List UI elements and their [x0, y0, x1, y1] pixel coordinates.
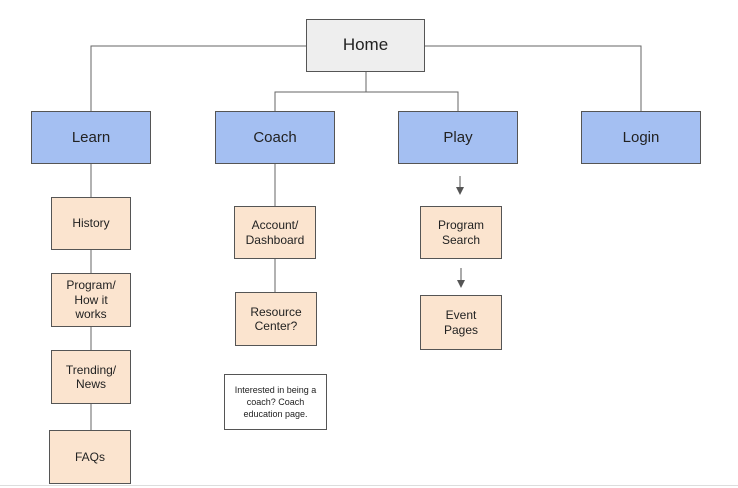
- node-program-search: Program Search: [420, 206, 502, 259]
- node-coach-label: Coach: [253, 128, 297, 146]
- node-program-how-it-works: Program/ How it works: [51, 273, 131, 327]
- node-play-label: Play: [443, 128, 473, 146]
- node-history-label: History: [72, 216, 110, 231]
- connector-home-play: [366, 91, 459, 111]
- node-event-pages: Event Pages: [420, 295, 502, 350]
- node-coach: Coach: [215, 111, 335, 164]
- node-faqs-label: FAQs: [74, 449, 105, 464]
- node-trending-news-label: Trending/ News: [65, 362, 117, 391]
- node-program-how-it-works-label: Program/ How it works: [66, 278, 116, 322]
- node-event-pages-label: Event Pages: [443, 308, 479, 337]
- node-account-dashboard: Account/ Dashboard: [234, 206, 316, 259]
- node-play: Play: [398, 111, 518, 164]
- node-account-dashboard-label: Account/ Dashboard: [245, 218, 305, 247]
- node-resource-center-label: Resource Center?: [250, 304, 302, 333]
- connector-home-coach: [274, 72, 367, 111]
- node-home-label: Home: [342, 35, 389, 55]
- node-program-search-label: Program Search: [437, 218, 484, 247]
- node-home: Home: [306, 19, 425, 72]
- bottom-divider: [0, 485, 738, 486]
- connector-home-learn: [90, 45, 306, 111]
- coach-education-note-text: Interested in being a coach? Coach educa…: [234, 384, 317, 420]
- node-resource-center: Resource Center?: [235, 292, 317, 346]
- node-learn: Learn: [31, 111, 151, 164]
- connector-home-login: [425, 45, 642, 111]
- node-history: History: [51, 197, 131, 250]
- node-login: Login: [581, 111, 701, 164]
- node-faqs: FAQs: [49, 430, 131, 484]
- coach-education-note: Interested in being a coach? Coach educa…: [224, 374, 327, 430]
- node-learn-label: Learn: [71, 128, 111, 146]
- node-login-label: Login: [622, 128, 660, 146]
- node-trending-news: Trending/ News: [51, 350, 131, 404]
